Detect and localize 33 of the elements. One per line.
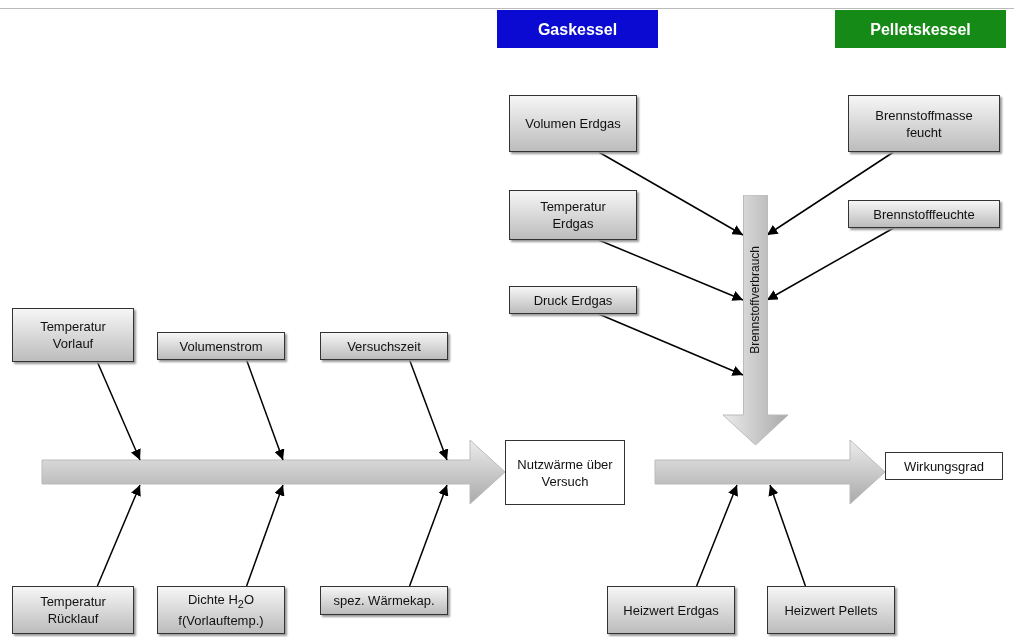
arrow — [597, 313, 744, 376]
arrow — [768, 484, 807, 587]
parameter-box: Temperatur Erdgas — [509, 190, 637, 240]
parameter-box: Temperatur Rücklauf — [12, 586, 134, 634]
parameter-box: Druck Erdgas — [509, 286, 637, 314]
parameter-box: Volumen Erdgas — [509, 95, 637, 152]
arrow — [766, 227, 895, 301]
header-label: Pelletskessel — [835, 10, 1006, 48]
arrow — [245, 359, 285, 461]
arrow — [245, 484, 285, 587]
arrow — [408, 484, 449, 587]
block-arrow — [41, 439, 506, 505]
result-box: Nutzwärme über Versuch — [505, 440, 625, 505]
arrow — [597, 151, 744, 236]
parameter-box: Dichte H$_{2}$O f(Vorlauftemp.) — [157, 586, 285, 634]
parameter-box: Brennstofffeuchte — [848, 200, 1000, 228]
arrow — [597, 239, 744, 301]
parameter-box: spez. Wärmekap. — [320, 586, 448, 615]
arrow — [96, 484, 141, 587]
parameter-box: Versuchszeit — [320, 332, 448, 360]
parameter-box: Temperatur Vorlauf — [12, 308, 134, 362]
parameter-box: Brennstoffmasse feucht — [848, 95, 1000, 152]
block-arrow — [654, 439, 886, 505]
arrow — [408, 359, 449, 461]
arrow — [96, 361, 141, 461]
parameter-box: Volumenstrom — [157, 332, 285, 360]
parameter-box: Heizwert Erdgas — [607, 586, 735, 634]
arrow — [766, 151, 895, 236]
parameter-box: Heizwert Pellets — [767, 586, 895, 634]
arrow — [695, 484, 738, 587]
result-box: Wirkungsgrad — [885, 452, 1003, 480]
arrow-label: Brennstoffverbrauch — [747, 246, 763, 354]
header-label: Gaskessel — [497, 10, 658, 48]
